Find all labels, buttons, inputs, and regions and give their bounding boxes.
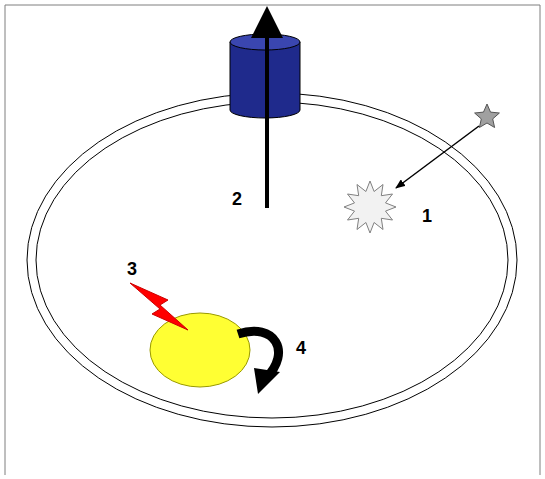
export-arrow bbox=[265, 14, 269, 208]
lightning-bolt bbox=[130, 283, 188, 330]
spiky-particle bbox=[344, 181, 396, 233]
curved-arrow-head bbox=[254, 368, 280, 394]
uptake-arrow bbox=[396, 126, 479, 188]
callout-number: 2 bbox=[232, 189, 242, 209]
frame bbox=[5, 5, 540, 475]
callout-number: 1 bbox=[422, 206, 432, 226]
callout-number: 3 bbox=[127, 259, 137, 279]
nucleus bbox=[150, 313, 250, 387]
callout-number: 4 bbox=[296, 338, 306, 358]
cell-membrane-inner bbox=[36, 102, 508, 418]
cell-membrane-outer bbox=[27, 93, 517, 427]
signal-star bbox=[475, 104, 500, 128]
